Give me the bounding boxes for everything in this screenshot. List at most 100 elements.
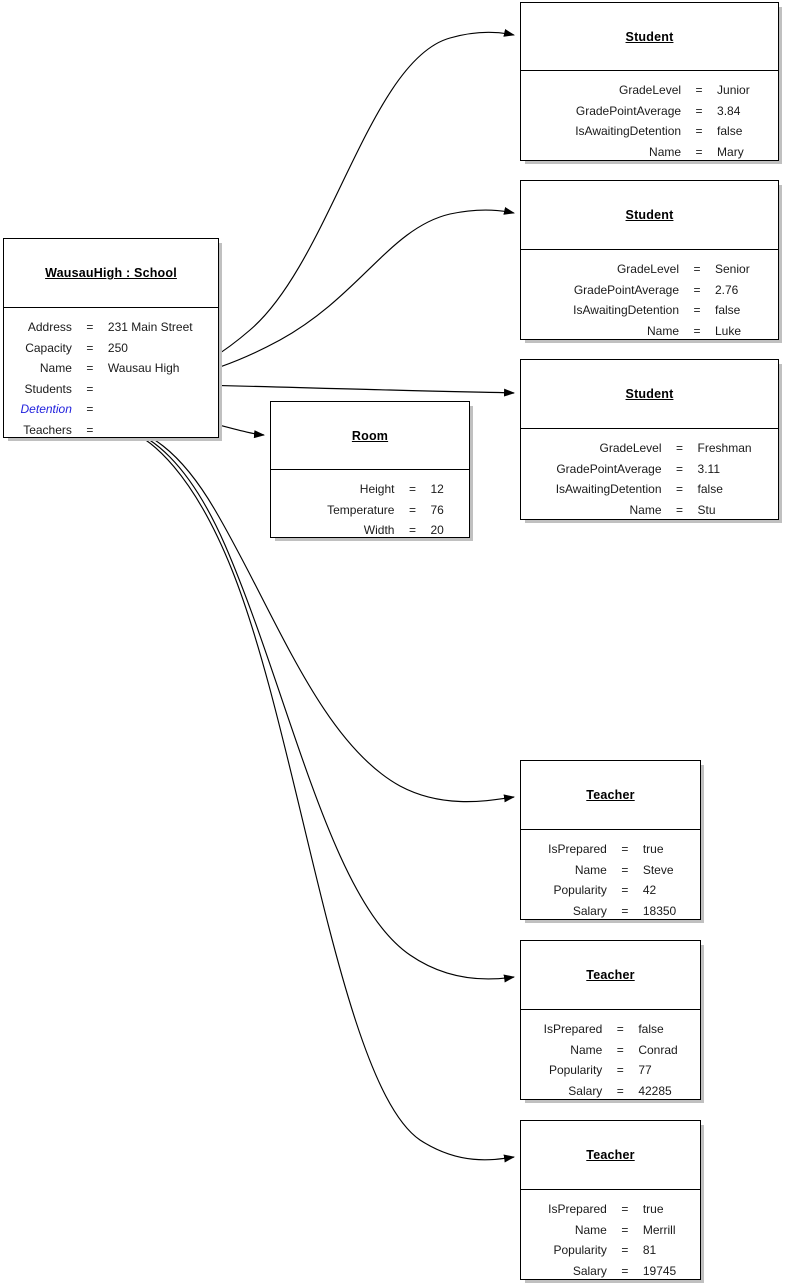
slot-equals: = (408, 482, 416, 496)
slot-row: Salary = 42285 (529, 1081, 688, 1102)
slot-equals: = (695, 144, 703, 159)
object-box-teacher-merrill[interactable]: Teacher IsPrepared = true Name = Merrill (520, 1120, 701, 1280)
slot-value: 77 (638, 1063, 652, 1078)
slot-name: GradePointAverage (573, 282, 679, 297)
slot-row: IsPrepared = false (529, 1019, 688, 1040)
slot-name: Students (24, 381, 72, 396)
object-body-teacher-conrad: IsPrepared = false Name = Conrad Popular… (521, 1010, 700, 1107)
slot-name: Capacity (25, 340, 72, 355)
slot-name: GradePointAverage (575, 103, 682, 118)
slot-row: GradePointAverage = 3.84 (529, 101, 766, 122)
slot-value: Wausau High (107, 361, 180, 376)
slot-row: Salary = 19745 (529, 1261, 688, 1282)
slot-row: GradePointAverage = 2.76 (529, 280, 766, 301)
slot-equals: = (676, 441, 684, 455)
object-box-teacher-steve[interactable]: Teacher IsPrepared = true Name = Steve (520, 760, 701, 920)
slot-value: true (642, 1202, 664, 1216)
slot-name: IsPrepared (543, 1022, 603, 1036)
slot-row-detention[interactable]: Detention = (12, 399, 206, 420)
slot-name: Height (359, 482, 395, 496)
slot-equals: = (693, 303, 701, 318)
slot-equals: = (693, 323, 701, 338)
slot-table-teacher-steve: IsPrepared = true Name = Steve Popularit… (529, 839, 688, 921)
slot-value: 42 (642, 883, 657, 898)
slot-row: IsPrepared = true (529, 839, 688, 860)
slot-equals: = (695, 83, 703, 97)
slot-value: false (697, 482, 723, 497)
object-body-student-luke: GradeLevel = Senior GradePointAverage = … (521, 250, 778, 347)
slot-row: Name = Mary (529, 142, 766, 163)
object-box-student-mary[interactable]: Student GradeLevel = Junior GradePointAv… (520, 2, 779, 161)
slot-equals: = (616, 1083, 624, 1098)
object-body-school: Address = 231 Main Street Capacity = 250… (4, 308, 218, 447)
slot-equals: = (621, 883, 629, 898)
slot-row-students[interactable]: Students = (12, 379, 206, 400)
slot-name: GradeLevel (599, 441, 662, 455)
slot-row: GradeLevel = Senior (529, 259, 766, 280)
slot-row: GradeLevel = Freshman (529, 438, 766, 459)
slot-value: 3.11 (697, 461, 720, 476)
slot-row: Name = Luke (529, 321, 766, 342)
slot-row: Popularity = 77 (529, 1060, 688, 1081)
object-box-school[interactable]: WausauHigh : School Address = 231 Main S… (3, 238, 219, 438)
slot-row: Capacity = 250 (12, 338, 206, 359)
slot-value: 12 (430, 482, 444, 496)
slot-name: IsPrepared (548, 842, 607, 856)
slot-equals: = (86, 402, 94, 417)
object-box-student-stu[interactable]: Student GradeLevel = Freshman GradePoint… (520, 359, 779, 520)
slot-equals: = (621, 1202, 629, 1216)
slot-equals: = (86, 361, 94, 376)
slot-value: true (642, 842, 664, 856)
object-title-room: Room (351, 428, 389, 443)
slot-row-teachers[interactable]: Teachers = (12, 420, 206, 441)
slot-value: Junior (717, 83, 750, 97)
object-body-student-stu: GradeLevel = Freshman GradePointAverage … (521, 429, 778, 526)
slot-equals: = (676, 502, 684, 517)
slot-row: Width = 20 (279, 520, 457, 541)
slot-equals: = (676, 461, 684, 476)
object-box-teacher-conrad[interactable]: Teacher IsPrepared = false Name = Conrad (520, 940, 701, 1100)
slot-name: GradePointAverage (556, 461, 662, 476)
object-title-student-stu: Student (625, 387, 674, 401)
slot-table-teacher-conrad: IsPrepared = false Name = Conrad Popular… (529, 1019, 688, 1101)
slot-equals: = (621, 1263, 629, 1278)
slot-value: 231 Main Street (107, 320, 193, 334)
object-header-teacher-merrill: Teacher (521, 1121, 700, 1190)
slot-value: 250 (107, 340, 128, 355)
slot-name: Name (574, 1222, 607, 1237)
object-body-room: Height = 12 Temperature = 76 Width = 20 (271, 470, 469, 547)
slot-table-school: Address = 231 Main Street Capacity = 250… (12, 317, 206, 441)
slot-value: Freshman (697, 441, 752, 455)
slot-equals: = (616, 1022, 624, 1036)
object-header-student-luke: Student (521, 181, 778, 250)
object-header-room: Room (271, 402, 469, 470)
slot-value: Senior (715, 262, 750, 276)
slot-table-student-stu: GradeLevel = Freshman GradePointAverage … (529, 438, 766, 520)
slot-name: Popularity (553, 1243, 607, 1258)
object-header-school: WausauHigh : School (4, 239, 218, 308)
slot-value: Mary (717, 144, 744, 159)
slot-row: IsAwaitingDetention = false (529, 479, 766, 500)
slot-table-teacher-merrill: IsPrepared = true Name = Merrill Popular… (529, 1199, 688, 1281)
slot-name: Name (39, 361, 72, 376)
slot-value: 81 (642, 1243, 657, 1258)
slot-row: Popularity = 42 (529, 880, 688, 901)
slot-value: false (638, 1022, 664, 1036)
slot-row: IsAwaitingDetention = false (529, 121, 766, 142)
slot-value (101, 420, 206, 441)
slot-name: Name (646, 323, 679, 338)
slot-row: IsPrepared = true (529, 1199, 688, 1220)
slot-value: Stu (697, 502, 716, 517)
slot-value: 3.84 (717, 103, 741, 118)
slot-equals: = (693, 262, 701, 276)
slot-name: Detention (20, 402, 72, 417)
slot-equals: = (621, 862, 629, 877)
slot-name: Salary (572, 903, 607, 918)
object-box-room[interactable]: Room Height = 12 Temperature = 76 W (270, 401, 470, 538)
slot-value: Conrad (638, 1042, 678, 1057)
object-box-student-luke[interactable]: Student GradeLevel = Senior GradePointAv… (520, 180, 779, 340)
slot-equals: = (616, 1063, 624, 1078)
slot-name: Name (574, 862, 607, 877)
slot-name: IsAwaitingDetention (573, 303, 679, 318)
slot-row: GradePointAverage = 3.11 (529, 459, 766, 480)
